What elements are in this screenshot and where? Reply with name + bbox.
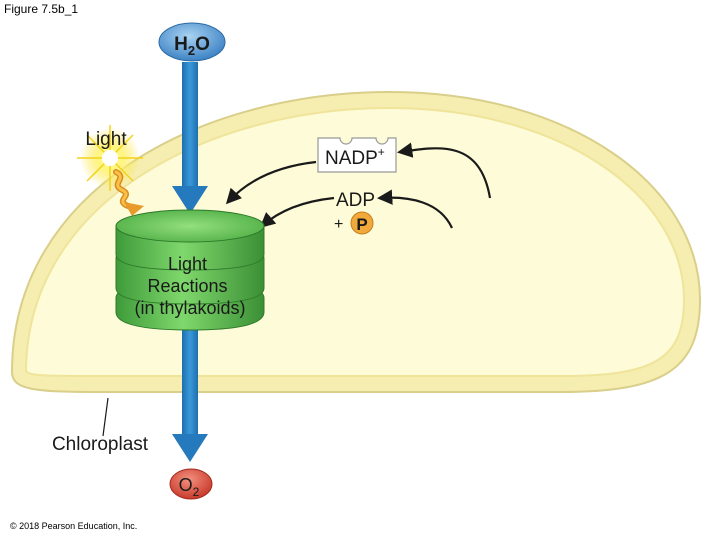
figure-label: Figure 7.5b_1 — [4, 2, 79, 16]
adp-to-thylakoid-arrow — [259, 196, 335, 229]
thylakoid-stack — [115, 209, 265, 331]
water-bubble: H2O — [158, 22, 226, 62]
sun-icon — [77, 125, 143, 191]
oxygen-flow-arrow — [172, 330, 208, 462]
phosphate-circle: P — [350, 211, 374, 235]
water-label: H2O — [174, 34, 210, 58]
chloroplast-pointer — [102, 397, 109, 437]
nadp-return-arrow — [396, 142, 492, 199]
adp-label: ADP — [336, 190, 375, 211]
water-flow-arrow — [172, 62, 208, 214]
plus-sign: + — [334, 216, 343, 233]
phosphate-label: P — [356, 215, 367, 234]
copyright-notice: © 2018 Pearson Education, Inc. — [10, 521, 138, 531]
nadp-to-thylakoid-arrow — [225, 160, 317, 205]
chloroplast-label: Chloroplast — [52, 434, 149, 455]
adp-return-arrow — [376, 189, 453, 229]
oxygen-label: O2 — [179, 475, 200, 499]
nadp-card: NADP+ — [317, 137, 397, 173]
light-ray-arrow — [113, 169, 144, 216]
light-reactions-label: Light Reactions (in thylakoids) — [134, 254, 245, 318]
light-label: Light — [85, 129, 127, 150]
nadp-label: NADP+ — [325, 145, 385, 169]
oxygen-bubble: O2 — [169, 468, 213, 500]
